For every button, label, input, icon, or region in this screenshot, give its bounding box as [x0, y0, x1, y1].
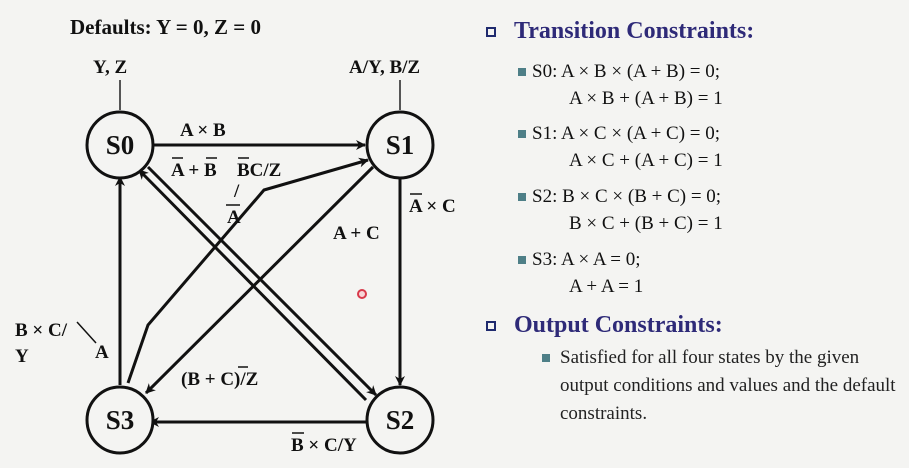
square-bullet-icon — [486, 320, 496, 331]
label-s1-s3: BC/Z — [237, 160, 281, 181]
output-description: Satisfied for all four states by the giv… — [560, 347, 896, 424]
label-s1-s2-mid: A + C — [333, 223, 380, 244]
state-s0-label: S0 — [106, 130, 135, 160]
defaults-label: Defaults: Y = 0, Z = 0 — [70, 15, 261, 39]
constraint-s2: S2: B × C × (B + C) = 0; B × C + (B + C)… — [518, 183, 723, 237]
s1-line2: A × C + (A + C) = 1 — [569, 150, 723, 171]
s3-line2: A + A = 1 — [569, 276, 644, 297]
constraint-s0: S0: A × B × (A + B) = 0; A × B + (A + B)… — [518, 58, 723, 112]
teal-bullet-icon — [518, 68, 526, 76]
label-s2-s3-mid: (B + C)/Z — [181, 369, 258, 390]
label-s1-s2-right: A × C — [409, 196, 456, 217]
state-s2: S2 — [365, 385, 435, 455]
state-s2-label: S2 — [386, 405, 415, 435]
teal-bullet-icon — [542, 354, 550, 362]
s0-output-label: Y, Z — [93, 57, 127, 78]
label-s3-s0-b: Y — [15, 346, 29, 367]
constraint-s1: S1: A × C × (A + C) = 0; A × C + (A + C)… — [518, 120, 723, 174]
edge-s3-s1 — [126, 157, 369, 384]
s2-line1: S2: B × C × (B + C) = 0; — [532, 186, 722, 207]
output-section-heading: Output Constraints: — [486, 312, 723, 339]
s2-line2: B × C + (B + C) = 1 — [569, 213, 723, 234]
state-s1-label: S1 — [386, 130, 415, 160]
s1-output-label: A/Y, B/Z — [349, 57, 420, 78]
laser-pointer-icon — [357, 289, 367, 299]
state-s0: S0 — [85, 110, 155, 180]
s1-line1: S1: A × C × (A + C) = 0; — [532, 123, 721, 144]
state-diagram: Defaults: Y = 0, Z = 0 Y, Z A/Y, B/Z S0 … — [15, 15, 456, 456]
slash-line — [76, 321, 97, 344]
label-s3-s0-a: B × C/ — [15, 320, 68, 341]
state-s1: S1 — [365, 110, 435, 180]
state-s3: S3 — [85, 385, 155, 455]
square-bullet-icon — [486, 26, 496, 37]
label-s3-s0-c: A — [95, 342, 109, 363]
edge-s0-s2 — [146, 165, 378, 397]
transition-section-heading: Transition Constraints: — [486, 18, 754, 45]
label-s2-s3-bottom: B × C/Y — [291, 435, 357, 456]
teal-bullet-icon — [518, 256, 526, 264]
state-s3-label: S3 — [106, 405, 135, 435]
teal-bullet-icon — [518, 193, 526, 201]
transition-title: Transition Constraints: — [514, 18, 755, 44]
s0-line1: S0: A × B × (A + B) = 0; — [532, 61, 721, 82]
edge-s1-s3 — [144, 165, 375, 395]
constraint-s3: S3: A × A = 0; A + A = 1 — [518, 246, 644, 300]
label-s0-s2: A + B — [171, 160, 217, 181]
output-title: Output Constraints: — [514, 312, 723, 338]
label-s3-s1-a: A — [227, 207, 241, 228]
teal-bullet-icon — [518, 130, 526, 138]
s3-line1: S3: A × A = 0; — [532, 249, 641, 270]
label-s0-s1: A × B — [180, 120, 226, 141]
label-s3-s1-slash: / — [233, 181, 240, 202]
s0-line2: A × B + (A + B) = 1 — [569, 88, 723, 109]
constraints-panel: Transition Constraints: S0: A × B × (A +… — [480, 0, 909, 468]
